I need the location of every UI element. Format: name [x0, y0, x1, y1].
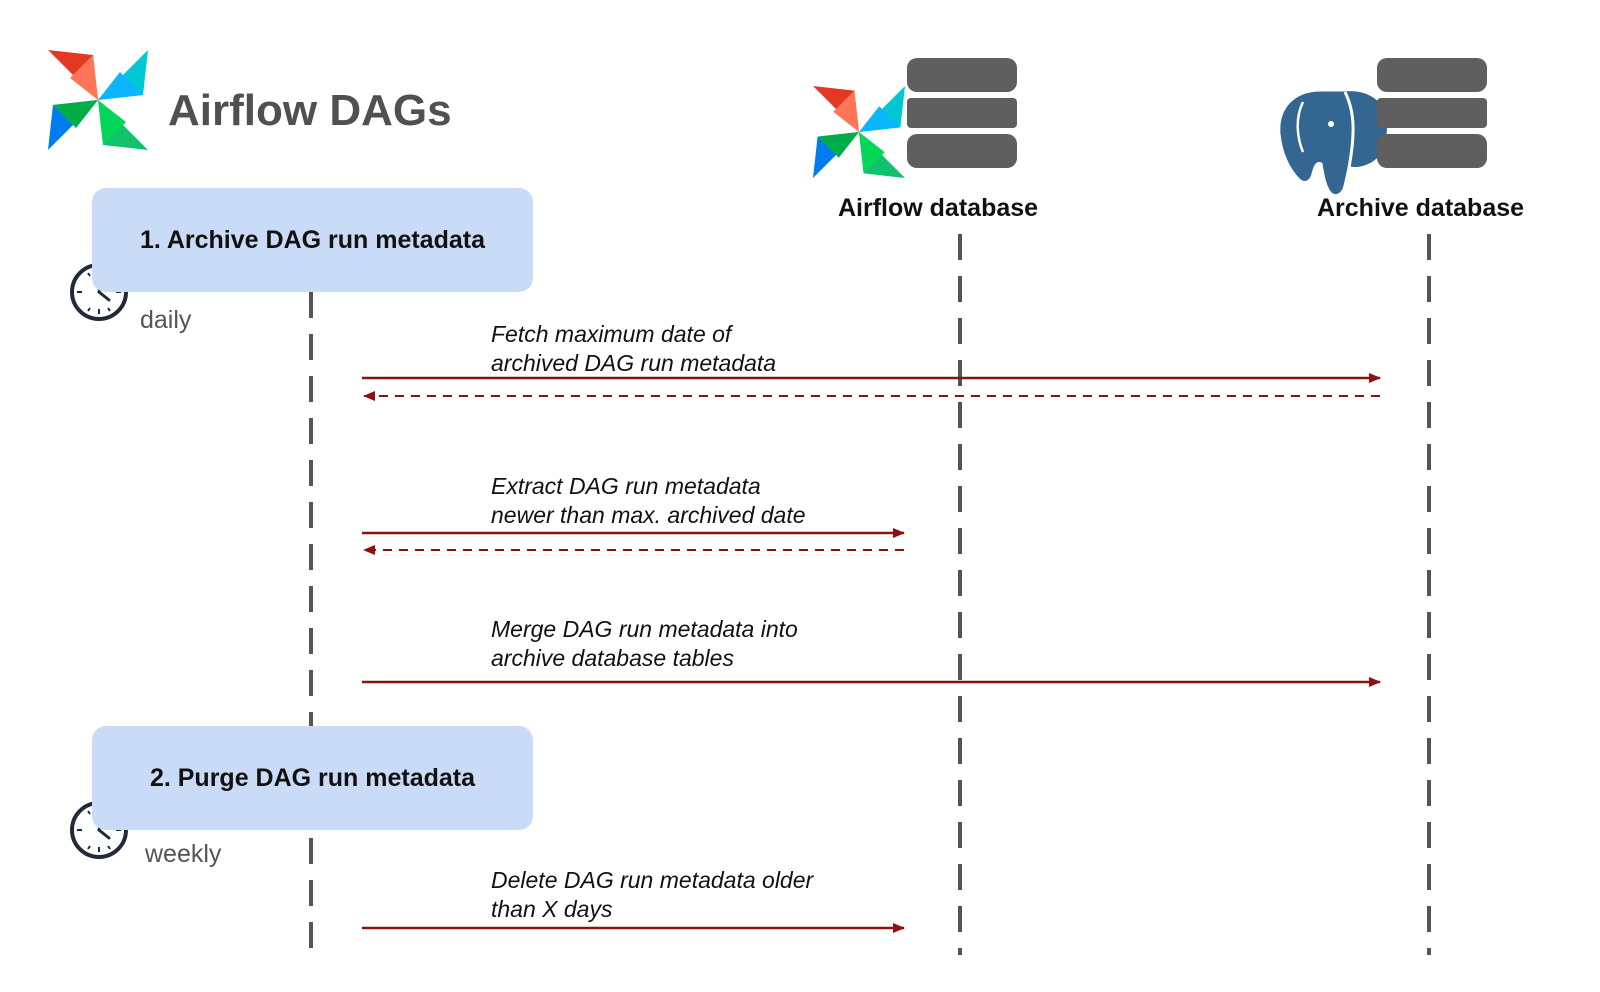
message-line: archived DAG run metadata [491, 350, 777, 376]
airflow-pinwheel-icon [813, 86, 905, 178]
schedule-weekly-label: weekly [145, 840, 222, 868]
message-line: than X days [491, 896, 613, 922]
message-line: Extract DAG run metadata [491, 473, 761, 499]
airflow-database-label: Airflow database [838, 194, 1039, 222]
schedule-daily-label: daily [140, 306, 192, 334]
page-title: Airflow DAGs [168, 86, 452, 135]
message-extract-label: Extract DAG run metadata newer than max.… [491, 472, 911, 530]
archive-database-label: Archive database [1317, 194, 1525, 222]
message-line: Fetch maximum date of [491, 321, 732, 347]
postgresql-elephant-icon [1277, 88, 1390, 198]
database-icon [1377, 58, 1487, 168]
dag-purge-box: 2. Purge DAG run metadata [92, 726, 533, 830]
message-line: Merge DAG run metadata into [491, 616, 798, 642]
message-line: archive database tables [491, 645, 734, 671]
dag-archive-box: 1. Archive DAG run metadata [92, 188, 533, 292]
message-delete-label: Delete DAG run metadata older than X day… [491, 866, 911, 924]
database-icon [907, 58, 1017, 168]
message-line: newer than max. archived date [491, 502, 806, 528]
message-merge-label: Merge DAG run metadata into archive data… [491, 615, 911, 673]
message-fetch-label: Fetch maximum date of archived DAG run m… [491, 320, 911, 378]
message-line: Delete DAG run metadata older [491, 867, 814, 893]
airflow-pinwheel-icon [48, 50, 148, 150]
